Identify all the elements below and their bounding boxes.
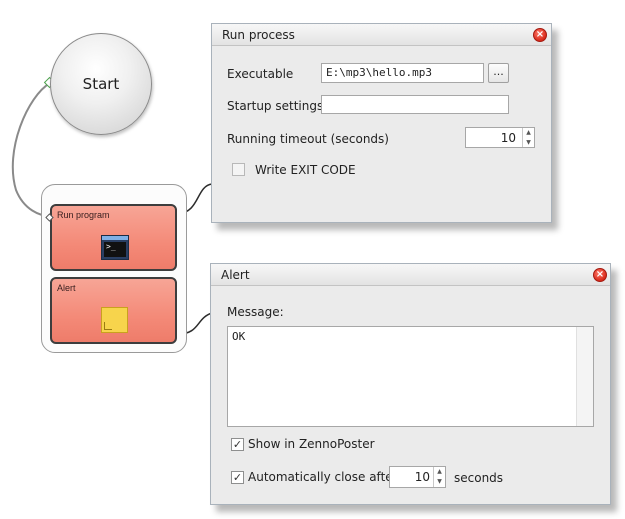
startup-settings-label: Startup settings [227,99,324,113]
auto-close-label: Automatically close after [248,470,398,484]
run-process-dialog: Run process × Executable E:\mp3\hello.mp… [211,23,552,223]
executable-label: Executable [227,67,294,81]
message-textarea[interactable]: OK [227,326,594,427]
seconds-label: seconds [454,471,504,485]
auto-close-value: 10 [414,470,430,484]
close-icon[interactable]: × [593,268,607,282]
spin-up-icon[interactable]: ▲ [437,468,442,475]
start-node-label: Start [82,75,120,93]
action-group: Run program >_ Alert [41,184,187,353]
show-in-zennoposter-checkbox[interactable]: ✓ [231,438,244,451]
exit-code-checkbox[interactable] [232,163,245,176]
spin-up-icon[interactable]: ▲ [526,129,531,136]
auto-close-spin-arrows[interactable]: ▲ ▼ [433,467,445,487]
spin-down-icon[interactable]: ▼ [526,138,531,146]
message-scrollbar[interactable] [576,327,593,426]
timeout-value: 10 [500,131,516,145]
executable-input[interactable]: E:\mp3\hello.mp3 [321,63,484,83]
message-text: OK [232,330,246,343]
input-port[interactable] [45,213,55,223]
start-node[interactable]: Start [50,33,152,135]
run-process-title: Run process [212,24,551,46]
auto-close-spinner[interactable]: 10 ▲ ▼ [389,466,446,488]
browse-button[interactable]: ... [488,63,509,83]
sticky-note-icon [101,307,128,333]
run-program-block[interactable]: Run program >_ [50,204,177,271]
timeout-spinner[interactable]: 10 ▲ ▼ [465,127,535,148]
start-to-block-connector [11,82,51,217]
close-icon[interactable]: × [533,28,547,42]
terminal-icon: >_ [101,235,129,260]
alert-block[interactable]: Alert [50,277,177,344]
startup-settings-input[interactable] [321,95,509,114]
message-label: Message: [227,305,284,319]
timeout-label: Running timeout (seconds) [227,132,389,146]
auto-close-checkbox[interactable]: ✓ [231,471,244,484]
timeout-spin-arrows[interactable]: ▲ ▼ [522,128,534,147]
show-in-zennoposter-label: Show in ZennoPoster [248,437,375,451]
run-program-block-label: Run program [57,210,110,220]
exit-code-label: Write EXIT CODE [255,163,356,177]
alert-dialog: Alert × Message: OK ✓ Show in ZennoPoste… [210,263,611,505]
alert-title: Alert [211,264,610,286]
alert-block-label: Alert [57,283,76,293]
spin-down-icon[interactable]: ▼ [437,478,442,485]
